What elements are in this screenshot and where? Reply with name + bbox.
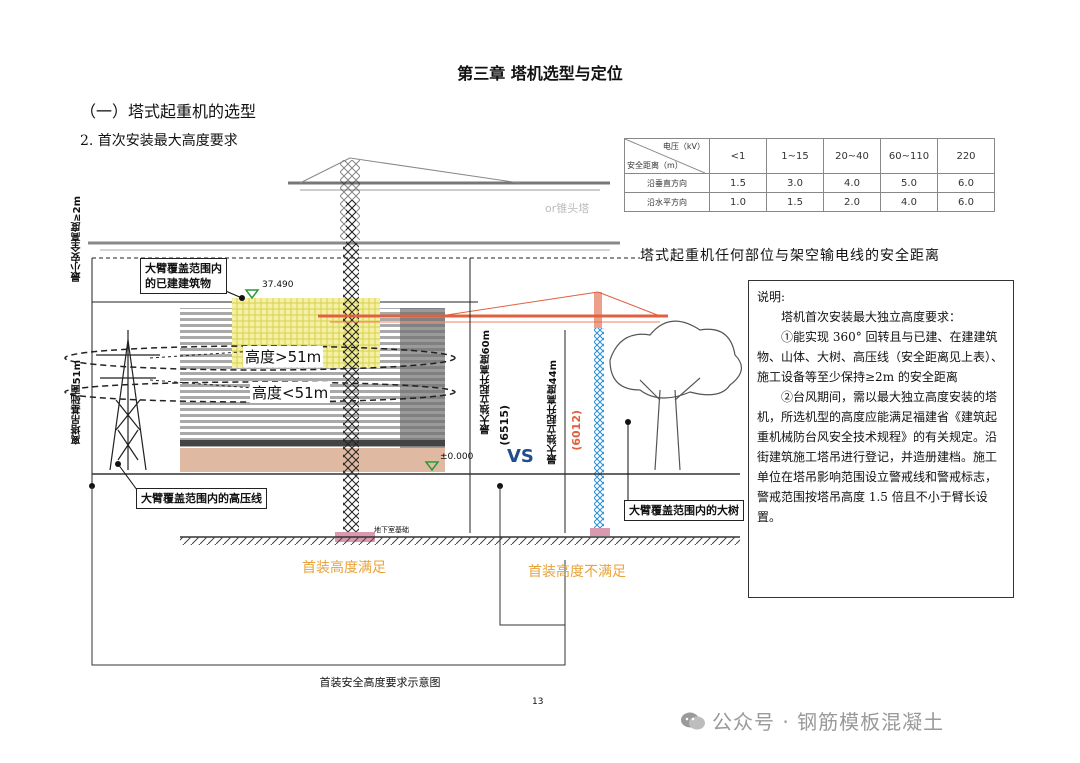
safe-distance-label: 塔式起重机任何部位与架空输电线的安全距离 [640, 248, 940, 264]
notes-heading: 说明: [757, 290, 786, 304]
table-corner-cell: 电压（kV） 安全距离（m） [624, 138, 710, 174]
table-row: 沿水平方向 1.0 1.5 2.0 4.0 6.0 [624, 192, 995, 212]
crane-a-model: (6515) [498, 405, 511, 446]
tree-callout: 大臂覆盖范围内的大树 [624, 500, 744, 521]
powerline-callout: 大臂覆盖范围内的高压线 [136, 488, 267, 509]
wechat-icon [680, 710, 706, 737]
table-col-header: <1 [709, 138, 767, 174]
table-col-header: 60~110 [880, 138, 938, 174]
covered-building-callout: 大臂覆盖范围内 的已建建筑物 [140, 258, 227, 294]
notes-box: 说明: 塔机首次安装最大独立高度要求： ①能实现 360° 回转且与已建、在建建… [748, 280, 1014, 598]
hook-height-label: 离塔吊基础面51m [72, 360, 83, 445]
min-safe-height-label: 最小安全高度≥2m [72, 196, 83, 282]
crane-b-height-label: 最大独立起升高度44m [548, 360, 559, 465]
blue-crane-mast [594, 328, 604, 528]
diagonal-line-icon [625, 139, 705, 173]
crane-b-model: (6012) [570, 410, 583, 451]
voltage-safety-table: 电压（kV） 安全距离（m） <1 1~15 20~40 60~110 220 … [624, 138, 995, 212]
table-header-distance: 安全距离（m） [627, 161, 683, 170]
height-gt-band [64, 345, 456, 371]
height-gt-label: 高度>51m [243, 346, 324, 367]
table-col-header: 20~40 [823, 138, 881, 174]
fail-label: 首装高度不满足 [528, 564, 626, 580]
top-crane-silhouette [288, 157, 610, 240]
vs-label: VS [507, 446, 534, 467]
notes-para: 塔机首次安装最大独立高度要求： [781, 310, 962, 324]
notes-para: ②台风期间，需以最大独立高度安装的塔机，所选机型的高度应能满足福建省《建筑起重机… [757, 390, 998, 524]
chapter-title: 第三章 塔机选型与定位 [457, 64, 623, 83]
orange-crane [318, 291, 668, 328]
main-crane-mast [343, 243, 359, 533]
watermark: 公众号 · 钢筋模板混凝土 [680, 706, 944, 737]
sub-title: 2. 首次安装最大高度要求 [80, 133, 238, 149]
notes-para: ①能实现 360° 回转且与已建、在建建筑物、山体、大树、高压线（安全距离见上表… [757, 330, 1004, 384]
crane-a-height-label: 最大独立起升高度60m [481, 330, 492, 435]
tree [609, 320, 742, 471]
flat-top-label: or锥头塔 [545, 202, 590, 215]
table-cell: 6.0 [937, 192, 995, 212]
height-lt-label: 高度<51m [250, 382, 331, 403]
section-title: （一）塔式起重机的选型 [80, 102, 257, 121]
transmission-tower [96, 330, 160, 471]
ok-label: 首装高度满足 [302, 560, 386, 576]
building-elevation: 37.490 [262, 280, 294, 290]
figure-caption: 首装安全高度要求示意图 [319, 676, 441, 689]
ground-elevation: ±0.000 [440, 452, 474, 462]
watermark-text: 公众号 · 钢筋模板混凝土 [712, 710, 945, 734]
page-number: 13 [532, 697, 544, 707]
table-header-voltage: 电压（kV） [662, 142, 705, 151]
foundation-label: 地下室基础 [374, 526, 409, 534]
table-row: 沿垂直方向 1.5 3.0 4.0 5.0 6.0 [624, 173, 995, 193]
